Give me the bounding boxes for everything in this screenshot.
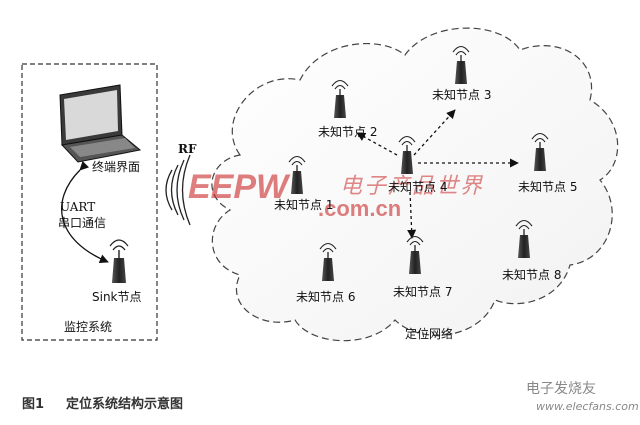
sink-node-icon bbox=[109, 239, 129, 283]
elecfans-url: www.elecfans.com bbox=[536, 400, 639, 413]
node-label-4: 未知节点 4 bbox=[388, 180, 448, 194]
monitor-system-box bbox=[21, 63, 158, 341]
node-7-antenna-icon bbox=[406, 235, 424, 274]
rf-waves bbox=[165, 154, 191, 226]
figure-title: 定位系统结构示意图 bbox=[66, 397, 184, 412]
node-6-antenna-icon bbox=[319, 242, 337, 281]
node-label-5: 未知节点 5 bbox=[518, 180, 578, 194]
node-label-7: 未知节点 7 bbox=[393, 285, 453, 299]
eepw-watermark-cn: 电子产品世界 bbox=[340, 174, 485, 199]
uart-label: UART bbox=[60, 200, 96, 214]
figure-caption: 图1 定位系统结构示意图 bbox=[22, 393, 205, 412]
node-label-3: 未知节点 3 bbox=[432, 88, 492, 102]
network-label: 定位网络 bbox=[405, 327, 454, 341]
sink-label: Sink节点 bbox=[92, 290, 142, 304]
monitor-title: 监控系统 bbox=[64, 320, 113, 334]
rf-label: RF bbox=[178, 142, 197, 156]
node-4-antenna-icon bbox=[398, 135, 416, 174]
node-1-antenna-icon bbox=[288, 155, 306, 194]
serial-label: 串口通信 bbox=[58, 216, 107, 230]
node4-links bbox=[356, 109, 519, 239]
eepw-watermark-logo: EEPW bbox=[188, 168, 289, 206]
node-label-6: 未知节点 6 bbox=[296, 290, 356, 304]
elecfans-brand: 电子发烧友 bbox=[526, 381, 596, 397]
node-3-antenna-icon bbox=[452, 45, 470, 84]
node-2-antenna-icon bbox=[331, 79, 349, 118]
node-5-antenna-icon bbox=[531, 132, 549, 171]
node-label-2: 未知节点 2 bbox=[318, 125, 378, 139]
node-label-1: 未知节点 1 bbox=[274, 198, 334, 212]
uart-link bbox=[61, 160, 109, 264]
network-cloud bbox=[211, 27, 619, 342]
figure-number: 图1 bbox=[22, 397, 45, 412]
node-label-8: 未知节点 8 bbox=[502, 268, 562, 282]
node-8-antenna-icon bbox=[515, 219, 533, 258]
terminal-label: 终端界面 bbox=[92, 160, 141, 174]
laptop-icon bbox=[59, 84, 142, 163]
eepw-watermark-url: .com.cn bbox=[318, 196, 402, 221]
